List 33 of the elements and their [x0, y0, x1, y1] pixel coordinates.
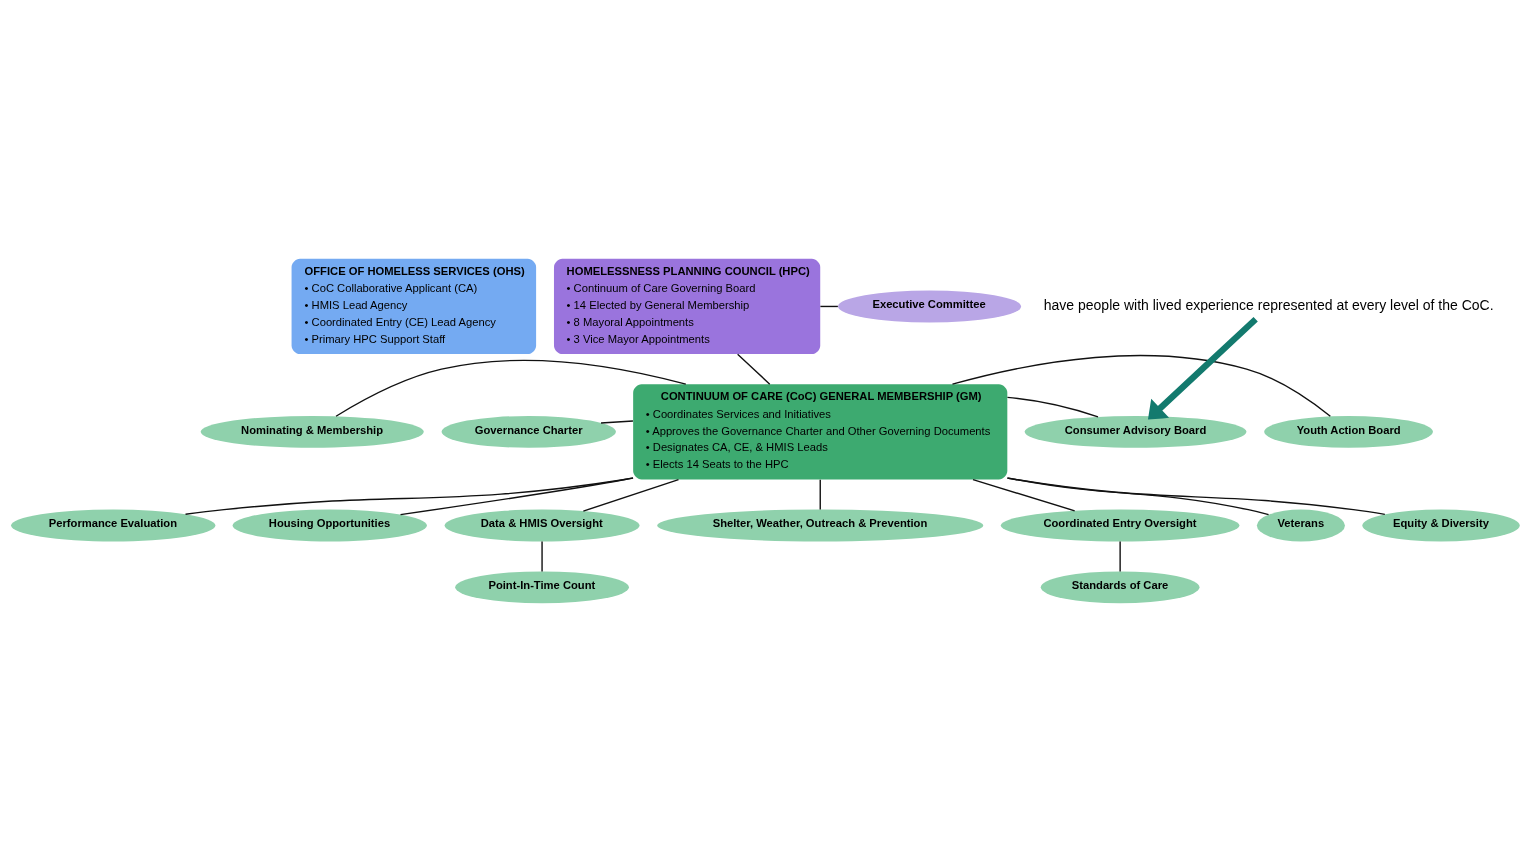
node-ellipse: Standards of Care	[1040, 570, 1200, 603]
node-ellipse: Housing Opportunities	[232, 509, 427, 541]
connector	[1006, 476, 1270, 515]
node-ellipse: Shelter, Weather, Outreach & Prevention	[657, 509, 984, 541]
node-ellipse: Equity & Diversity	[1362, 509, 1520, 541]
connector	[1119, 540, 1121, 572]
connector	[541, 540, 543, 572]
node-ellipse: Data & HMIS Oversight	[444, 509, 640, 541]
node-ellipse: Governance Charter	[441, 415, 616, 448]
connector	[335, 359, 687, 417]
node-box: HOMELESSNESS PLANNING COUNCIL (HPC) • Continuum of Care Governing Board • 14 Elected by General Membership • 8 Mayoral Appointments • 3 Vice Mayor Appointments	[553, 258, 821, 354]
node-box: OFFICE OF HOMELESS SERVICES (OHS) • CoC Collaborative Applicant (CA) • HMIS Lead Agency • Coordinated Entry (CE) Lead Agency • Primary HPC Support Staff	[291, 258, 537, 354]
connector	[951, 354, 1332, 417]
node-ellipse: Consumer Advisory Board	[1024, 415, 1247, 448]
connector	[399, 476, 634, 515]
node-ellipse: Veterans	[1256, 509, 1345, 541]
connector	[736, 353, 771, 385]
connector	[184, 476, 634, 515]
connector	[819, 478, 821, 510]
node-box: CONTINUUM OF CARE (CoC) GENERAL MEMBERSHIP (GM) • Coordinates Services and Initiatives • Approves the Governance Charter and Other Governing Documents • Designates CA, CE, & HMIS Leads • Elects 14 Seats to the HPC	[633, 383, 1008, 479]
node-text: have people with lived experience represented at every level of the CoC.	[1043, 296, 1494, 313]
node-ellipse: Youth Action Board	[1264, 415, 1433, 448]
node-ellipse: Point-In-Time Count	[455, 570, 629, 603]
connector	[600, 419, 634, 424]
node-ellipse: Executive Committee	[838, 290, 1022, 322]
arrow	[1147, 316, 1258, 420]
node-ellipse: Coordinated Entry Oversight	[1000, 509, 1240, 541]
node-ellipse: Nominating & Membership	[200, 415, 424, 448]
node-ellipse: Performance Evaluation	[11, 509, 216, 541]
connector	[1006, 476, 1386, 515]
connector	[582, 478, 680, 512]
connector	[1006, 396, 1099, 418]
connector	[972, 478, 1076, 511]
